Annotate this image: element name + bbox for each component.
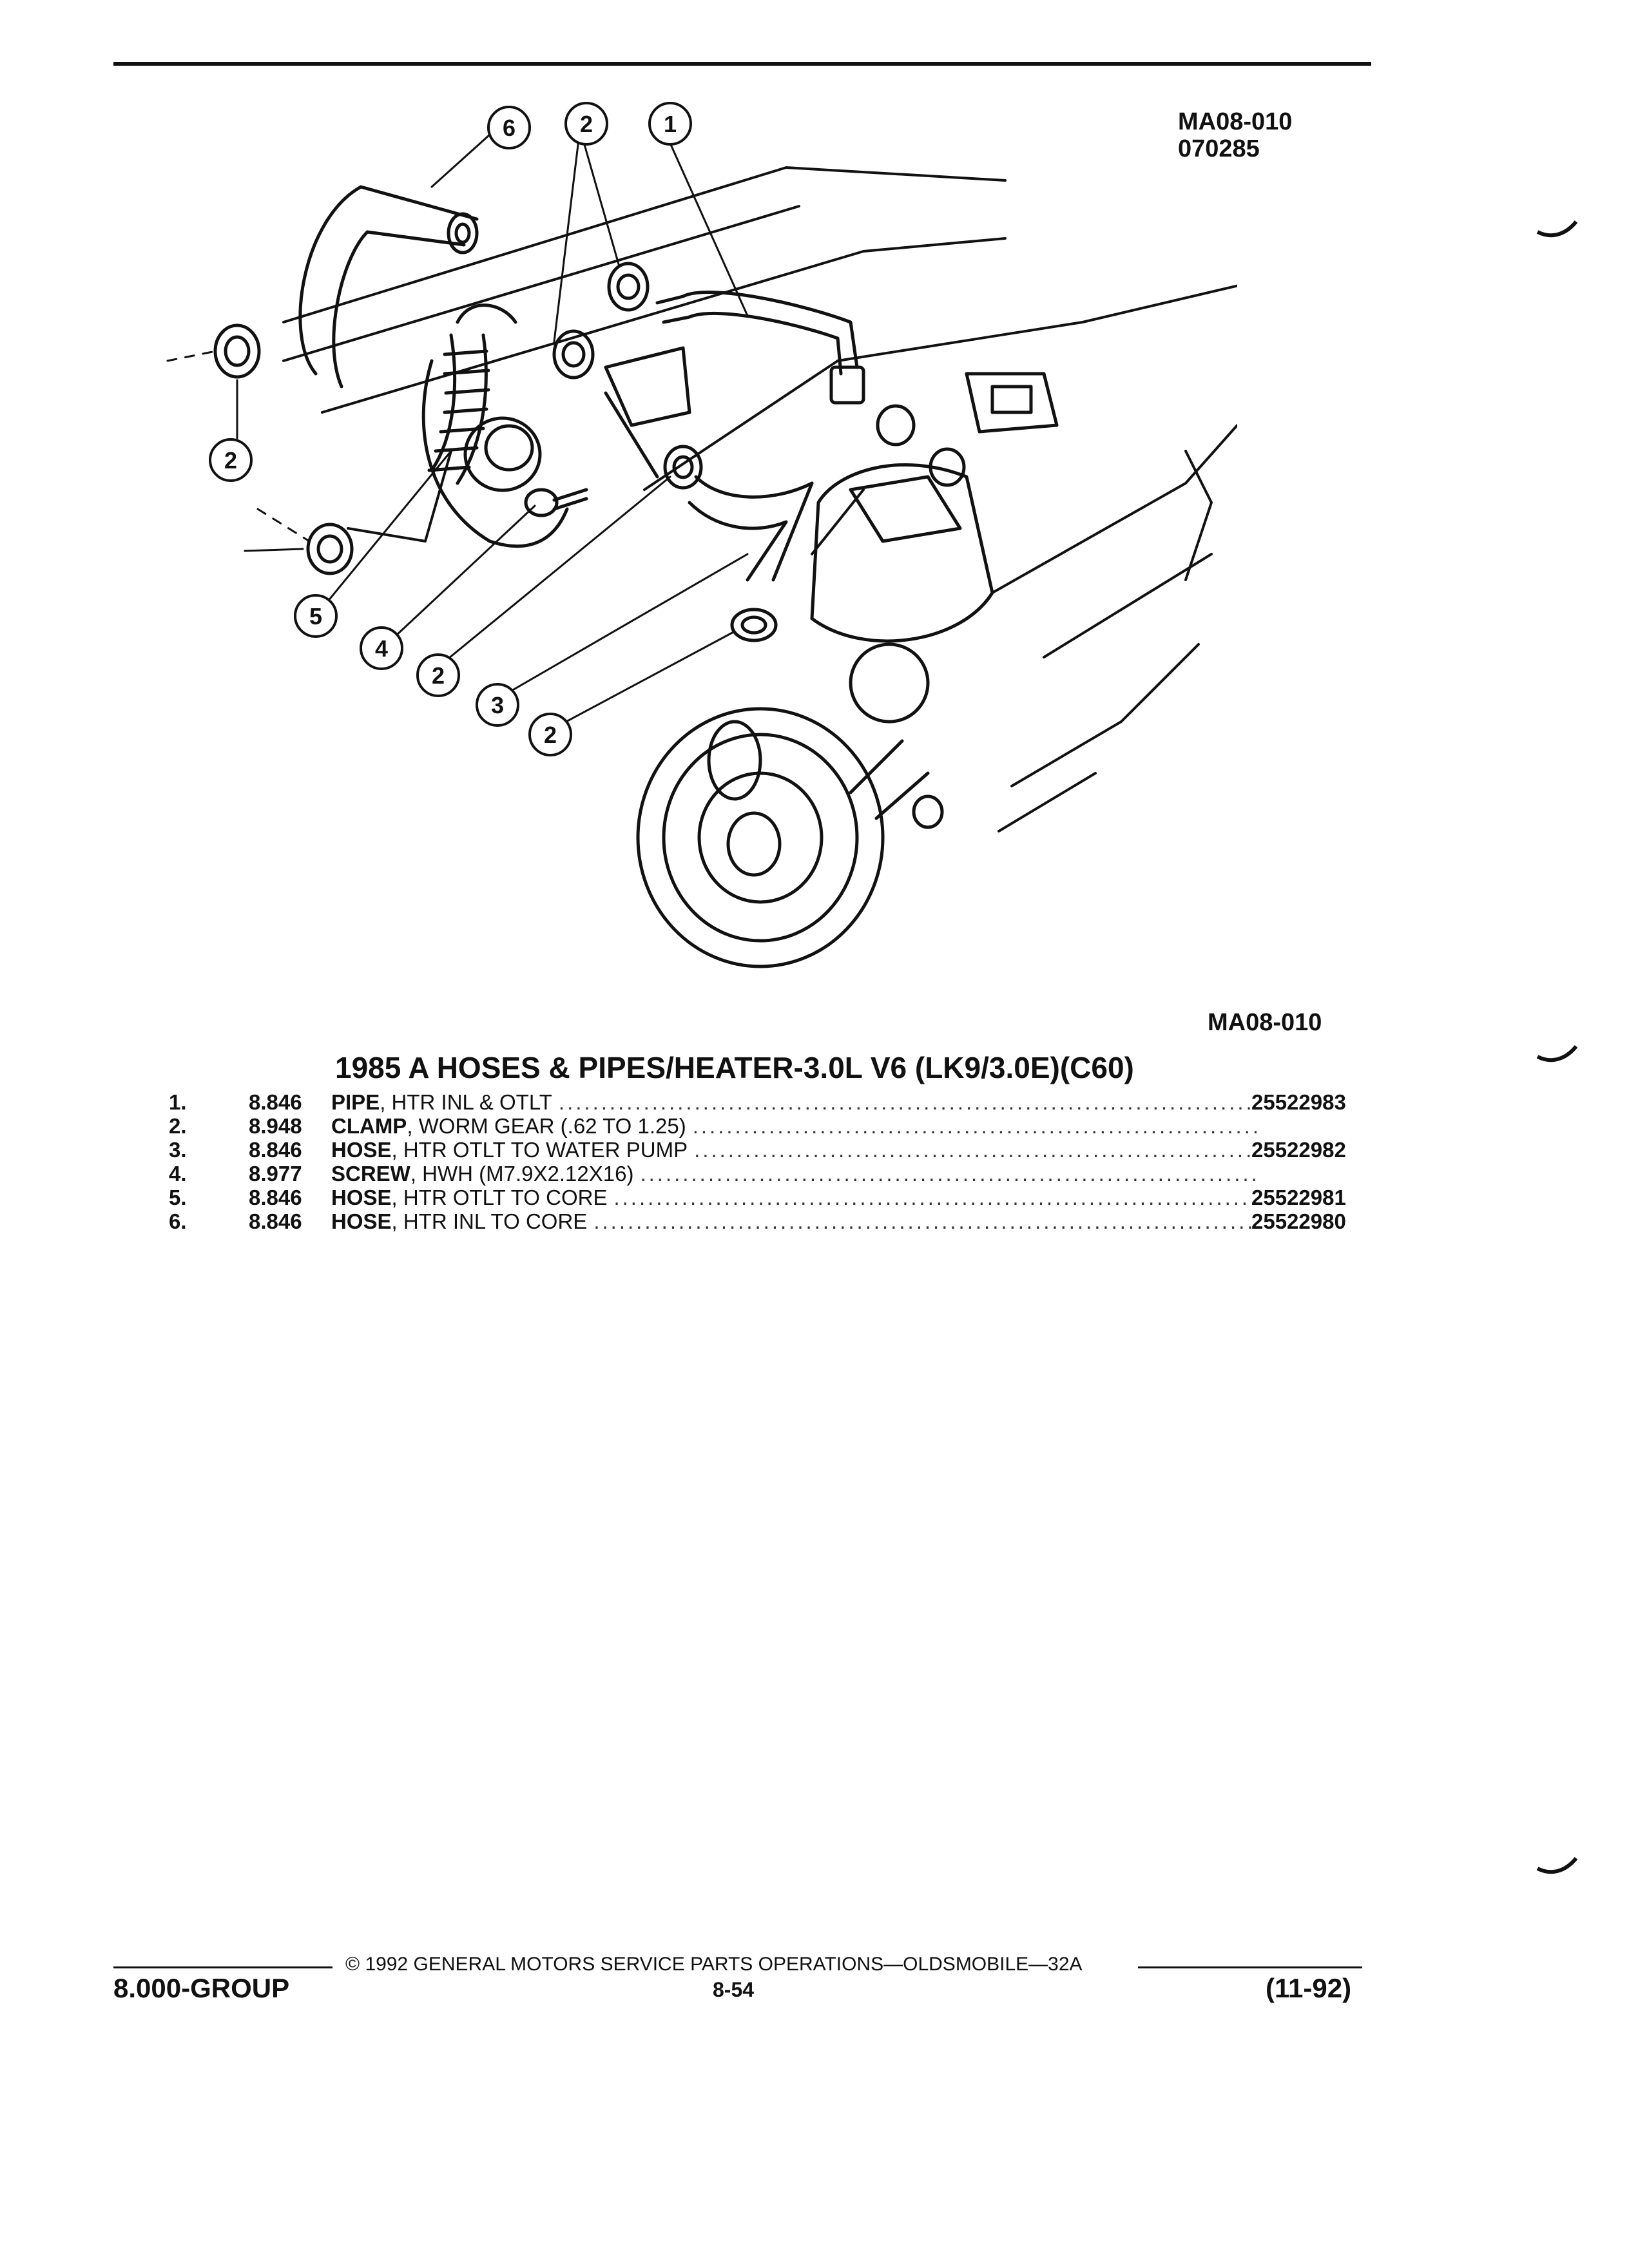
part-name: HOSE bbox=[331, 1209, 392, 1233]
top-rule bbox=[113, 62, 1371, 66]
part-group: 8.846 bbox=[249, 1090, 302, 1114]
footer-page-number: 8-54 bbox=[713, 1978, 755, 2001]
water-pump-pulley-drawing bbox=[636, 463, 994, 968]
callout-2: 2 bbox=[224, 447, 237, 474]
callout-numbers: 6 2 1 2 5 4 2 3 2 bbox=[224, 111, 677, 748]
thermostat-housing bbox=[421, 359, 569, 548]
callout-2: 2 bbox=[544, 722, 557, 748]
part-description: CLAMP , WORM GEAR (.62 TO 1.25) bbox=[331, 1114, 1259, 1138]
part-name: HOSE bbox=[331, 1186, 392, 1209]
figure-code-bottom: MA08-010 bbox=[1208, 1009, 1322, 1036]
part-detail: , HTR INL & OTLT bbox=[380, 1090, 552, 1114]
dot-leader bbox=[552, 1090, 1259, 1114]
callout-leaders bbox=[166, 128, 749, 729]
binder-mark bbox=[1536, 1045, 1577, 1062]
pipe-htr-inl-otlt-drawing bbox=[604, 291, 865, 479]
dot-leader bbox=[633, 1162, 1259, 1186]
part-description: HOSE , HTR INL TO CORE bbox=[331, 1209, 1259, 1233]
parts-row: 6. 8.846 HOSE , HTR INL TO CORE 25522980 bbox=[169, 1209, 1367, 1233]
callout-5: 5 bbox=[309, 603, 322, 629]
part-description: PIPE , HTR INL & OTLT bbox=[331, 1090, 1259, 1114]
callout-circles bbox=[209, 102, 692, 756]
footer-rule-right bbox=[1138, 1966, 1362, 1968]
dot-leader bbox=[587, 1209, 1259, 1233]
part-detail: , HTR INL TO CORE bbox=[391, 1209, 588, 1233]
parts-row: 3. 8.846 HOSE , HTR OTLT TO WATER PUMP 2… bbox=[169, 1138, 1367, 1162]
part-description: HOSE , HTR OTLT TO WATER PUMP bbox=[331, 1138, 1259, 1162]
part-group: 8.846 bbox=[249, 1138, 302, 1162]
engine-block-outline bbox=[282, 166, 1237, 832]
parts-list: 1. 8.846 PIPE , HTR INL & OTLT 25522983 … bbox=[169, 1090, 1367, 1233]
part-name: SCREW bbox=[331, 1162, 410, 1186]
parts-row: 4. 8.977 SCREW , HWH (M7.9X2.12X16) bbox=[169, 1162, 1367, 1186]
part-number: 1. bbox=[169, 1090, 187, 1114]
footer-date: (11-92) bbox=[1266, 1973, 1352, 2003]
parts-row: 2. 8.948 CLAMP , WORM GEAR (.62 TO 1.25) bbox=[169, 1114, 1367, 1138]
part-group: 8.846 bbox=[249, 1186, 302, 1209]
dot-leader bbox=[607, 1186, 1259, 1209]
callout-3: 3 bbox=[491, 692, 504, 718]
binder-mark bbox=[1536, 1857, 1577, 1874]
part-name: PIPE bbox=[331, 1090, 380, 1114]
part-catalog-number: 25522981 bbox=[1251, 1186, 1346, 1209]
part-detail: , WORM GEAR (.62 TO 1.25) bbox=[407, 1114, 686, 1138]
part-group: 8.977 bbox=[249, 1162, 302, 1186]
part-number: 3. bbox=[169, 1138, 187, 1162]
engine-heater-hose-diagram: 6 2 1 2 5 4 2 3 2 bbox=[166, 102, 1237, 968]
part-catalog-number: 25522982 bbox=[1251, 1138, 1346, 1162]
callout-6: 6 bbox=[503, 115, 516, 141]
part-detail: , HWH (M7.9X2.12X16) bbox=[410, 1162, 634, 1186]
hose-htr-otlt-to-core-drawing bbox=[427, 303, 517, 485]
part-group: 8.948 bbox=[249, 1114, 302, 1138]
parts-row: 1. 8.846 PIPE , HTR INL & OTLT 25522983 bbox=[169, 1090, 1367, 1114]
footer-rule-left bbox=[113, 1966, 333, 1968]
callout-1: 1 bbox=[664, 111, 677, 137]
part-description: SCREW , HWH (M7.9X2.12X16) bbox=[331, 1162, 1259, 1186]
worm-gear-clamps bbox=[213, 262, 778, 642]
callout-4: 4 bbox=[375, 635, 388, 662]
section-title: 1985 A HOSES & PIPES/HEATER-3.0L V6 (LK9… bbox=[335, 1051, 1134, 1084]
part-catalog-number: 25522980 bbox=[1251, 1209, 1346, 1233]
binder-mark bbox=[1536, 220, 1577, 238]
part-detail: , HTR OTLT TO WATER PUMP bbox=[391, 1138, 688, 1162]
part-name: HOSE bbox=[331, 1138, 392, 1162]
part-detail: , HTR OTLT TO CORE bbox=[391, 1186, 608, 1209]
part-number: 4. bbox=[169, 1162, 187, 1186]
part-number: 2. bbox=[169, 1114, 187, 1138]
callout-2: 2 bbox=[432, 662, 445, 689]
callout-2: 2 bbox=[580, 111, 593, 137]
part-name: CLAMP bbox=[331, 1114, 407, 1138]
part-number: 5. bbox=[169, 1186, 187, 1209]
screw-hwh-drawing bbox=[524, 488, 588, 517]
figure-date-code: 070285 bbox=[1178, 135, 1260, 162]
hose-htr-otlt-to-water-pump-drawing bbox=[688, 475, 814, 582]
footer-copyright: © 1992 GENERAL MOTORS SERVICE PARTS OPER… bbox=[345, 1954, 1083, 1975]
part-number: 6. bbox=[169, 1209, 187, 1233]
figure-code-block: MA08-010 070285 bbox=[1178, 108, 1292, 162]
hose-htr-inl-to-core-drawing bbox=[298, 185, 479, 389]
footer-group: 8.000-GROUP bbox=[113, 1973, 290, 2003]
part-catalog-number: 25522983 bbox=[1251, 1090, 1346, 1114]
part-group: 8.846 bbox=[249, 1209, 302, 1233]
engine-accessories-drawing bbox=[876, 372, 1059, 487]
dot-leader bbox=[686, 1114, 1259, 1138]
dot-leader bbox=[688, 1138, 1259, 1162]
parts-row: 5. 8.846 HOSE , HTR OTLT TO CORE 2552298… bbox=[169, 1186, 1367, 1209]
part-description: HOSE , HTR OTLT TO CORE bbox=[331, 1186, 1259, 1209]
figure-code: MA08-010 bbox=[1178, 108, 1293, 135]
